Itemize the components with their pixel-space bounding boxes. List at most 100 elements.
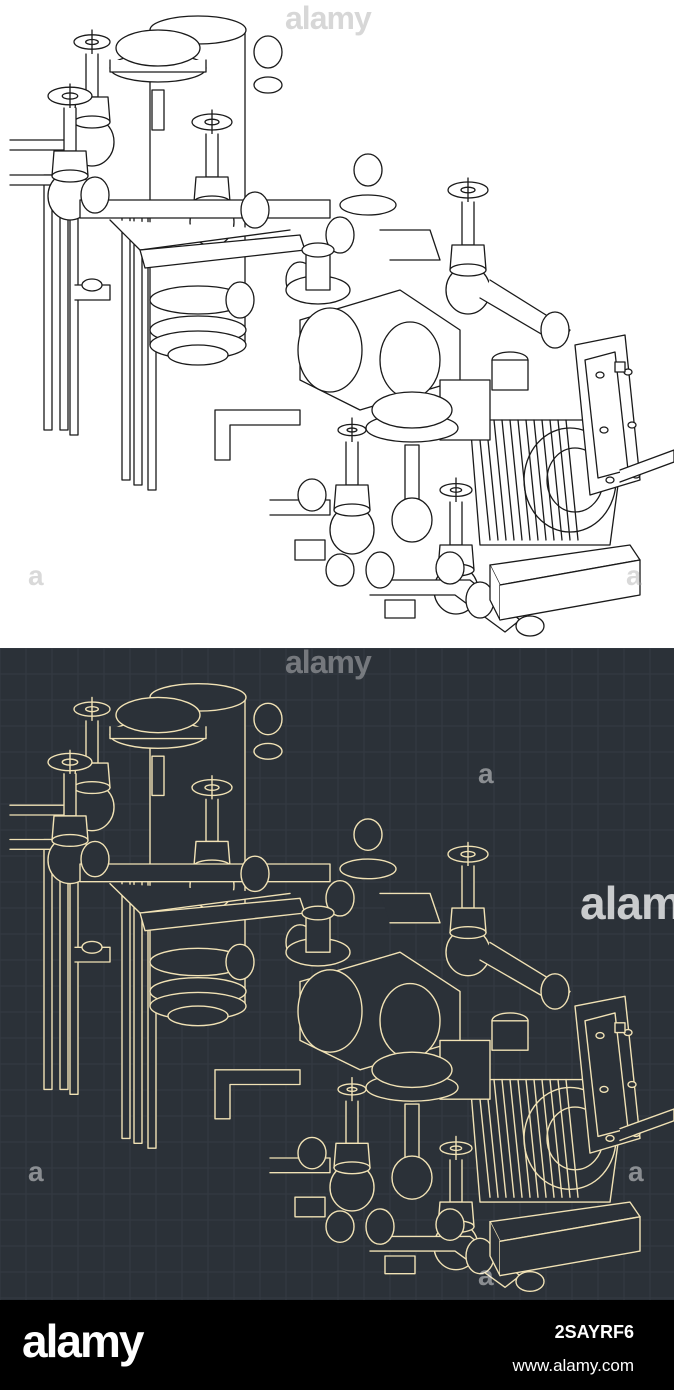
gauge-flange — [339, 194, 397, 216]
exchanger-nameplate — [614, 1022, 626, 1034]
fitting-flange — [325, 1210, 355, 1243]
support-leg — [43, 838, 53, 1091]
bonnet-flange — [449, 263, 487, 277]
pipe-flange — [225, 943, 255, 981]
pipe-flange — [365, 1208, 395, 1245]
pipe-flange — [365, 551, 395, 589]
watermark-corner-dark-mid: a — [478, 758, 494, 789]
motor-cooling-fin — [557, 1078, 571, 1198]
motor-cooling-fin — [549, 419, 563, 541]
pump-station-drawing-light — [9, 15, 674, 637]
drawing-light-version: alamy a a — [0, 0, 674, 648]
gauge-flange — [253, 76, 283, 94]
actuator-stem — [404, 1103, 420, 1164]
bonnet-flange — [333, 1161, 371, 1175]
plate-heat-exchanger — [574, 995, 641, 1154]
base-block — [294, 539, 326, 561]
watermark-dark-top: alamy — [285, 648, 372, 680]
base-block — [384, 1255, 416, 1275]
fitting-flange — [325, 553, 355, 587]
control-valve-body — [391, 1155, 433, 1200]
drawing-dark-content — [9, 682, 674, 1292]
control-valve-actuator-top — [109, 696, 207, 797]
control-valve-body — [391, 497, 433, 543]
actuator-stem — [404, 444, 420, 506]
exchanger-bolt — [599, 426, 609, 434]
gate-valve-5 — [329, 1076, 375, 1212]
pressure-gauge — [353, 818, 383, 851]
small-valve-handle — [81, 940, 103, 954]
actuator-dome — [371, 1051, 453, 1089]
pressure-gauge — [353, 153, 383, 187]
motor-cooling-fin — [549, 1078, 563, 1198]
footer-logo[interactable]: alamy — [22, 1315, 144, 1367]
vessel-outlet — [167, 1005, 229, 1027]
control-valve-actuator-top — [109, 29, 207, 131]
pump-volute — [297, 969, 363, 1053]
pipe-flange — [225, 281, 255, 319]
pump-bearing-housing — [379, 321, 441, 399]
right-frame — [619, 449, 674, 483]
pipe-flange — [80, 176, 110, 214]
gate-valve-5 — [329, 417, 375, 555]
fitting-flange — [297, 1136, 327, 1170]
actuator-stem — [151, 89, 165, 131]
motor-cooling-fin — [541, 1078, 555, 1198]
watermark-corner-dark-left: a — [28, 1156, 44, 1187]
bonnet-flange — [73, 115, 111, 129]
pressure-gauges — [253, 35, 397, 216]
gate-valve-4 — [445, 841, 491, 977]
bonnet-flange — [449, 926, 487, 940]
valve-yoke — [345, 1100, 359, 1144]
bonnet-flange — [73, 780, 111, 795]
motor-cooling-fin — [565, 419, 579, 541]
motor-cooling-fin — [525, 419, 539, 541]
motor-cooling-fin — [533, 419, 547, 541]
motor-cooling-fin — [517, 1078, 531, 1198]
frame-rail-right — [619, 1108, 674, 1142]
exchanger-bolt — [627, 421, 637, 429]
centrifugal-pump — [285, 242, 461, 411]
valve-yoke — [205, 133, 219, 178]
exchanger-bolt — [627, 1080, 637, 1089]
pressure-gauges — [253, 702, 397, 880]
watermark-corner-left: a — [28, 560, 44, 591]
pump-volute — [297, 307, 363, 393]
valve-yoke — [63, 107, 77, 152]
motor-cooling-fin — [517, 419, 531, 541]
electric-motor — [469, 351, 621, 546]
watermark-corner-dark-right: a — [628, 1156, 644, 1187]
exchanger-bolt — [599, 1085, 609, 1094]
base-block — [294, 1196, 326, 1218]
actuator-dome — [115, 29, 201, 67]
control-valve-actuator-lower — [365, 391, 459, 543]
pressure-gauge — [253, 702, 283, 736]
support-leg — [69, 853, 79, 1095]
motor-cooling-fin — [509, 419, 523, 541]
footer-bar: alamy 2SAYRF6 www.alamy.com — [0, 1300, 674, 1390]
watermark-corner-dark-bottom: a — [478, 1260, 494, 1291]
watermark-corner-right: a — [626, 560, 642, 591]
motor-cooling-fin — [493, 1078, 507, 1198]
pipe-header — [79, 199, 331, 219]
vessel-outlet — [167, 344, 229, 366]
fitting-flange — [435, 551, 465, 585]
motor-cooling-fin — [509, 1078, 523, 1198]
pipe-header — [79, 863, 331, 883]
footer-url[interactable]: www.alamy.com — [512, 1356, 634, 1375]
bonnet-flange — [51, 169, 89, 183]
pipe-flange — [240, 191, 270, 229]
pipe-bend — [214, 409, 301, 461]
support-leg — [121, 204, 131, 481]
motor-cooling-fin — [533, 1078, 547, 1198]
motor-cooling-fin — [493, 419, 507, 541]
pipe-flange — [325, 216, 355, 254]
pipe-run — [379, 892, 441, 924]
exchanger-bolt — [605, 476, 615, 484]
pipe-run — [379, 229, 441, 261]
valve-yoke — [449, 501, 463, 546]
skid-front — [499, 1216, 641, 1277]
bonnet-flange — [333, 503, 371, 517]
pipe-flange — [80, 840, 110, 878]
